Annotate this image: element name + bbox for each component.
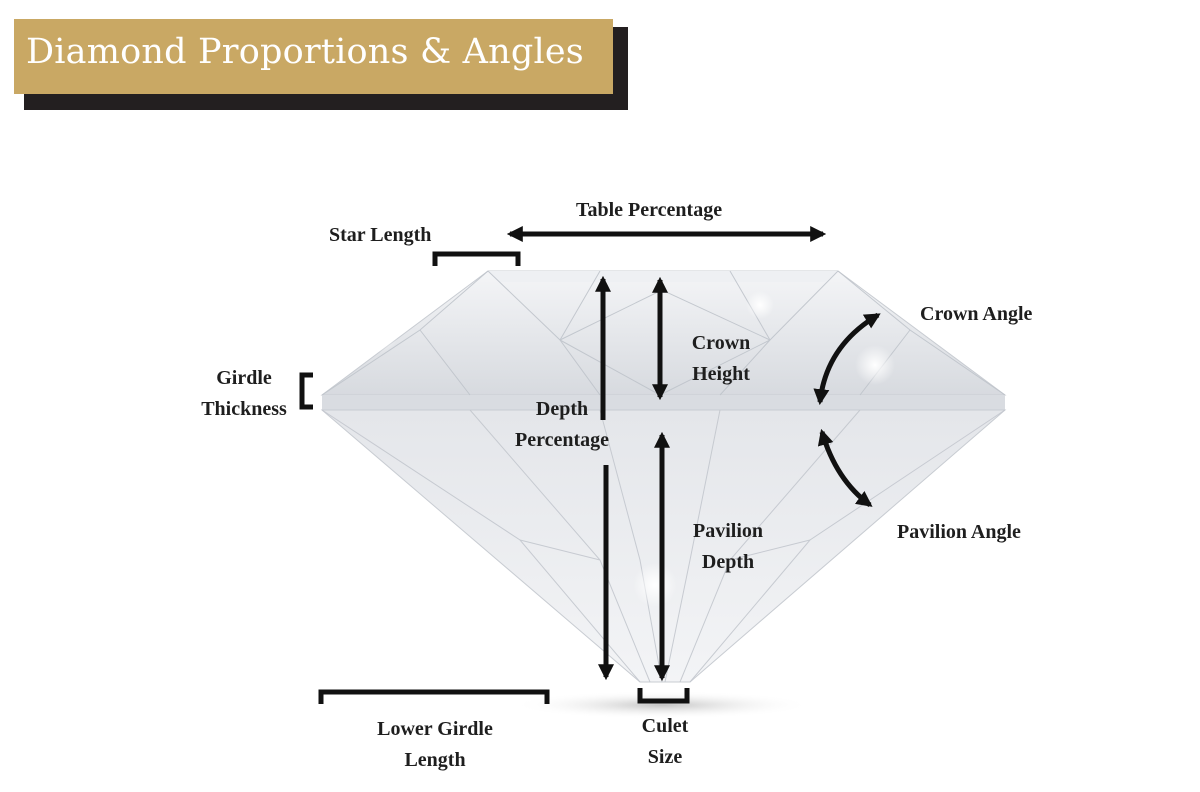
crown-angle-label: Crown Angle <box>920 303 1033 325</box>
culet-size-line-2: Size <box>647 746 683 768</box>
crown-height-line-2: Height <box>692 363 750 385</box>
crown-angle-arrow <box>813 312 881 406</box>
depth-percentage-line-2: Percentage <box>514 429 610 451</box>
star-length-label: Star Length <box>329 224 432 246</box>
girdle-thickness-line-1: Girdle <box>216 367 272 389</box>
pavilion-depth-label: Pavilion Depth <box>678 516 778 578</box>
lower-girdle-length-line-1: Lower Girdle <box>377 718 493 740</box>
girdle-thickness-bracket <box>299 372 313 410</box>
ground-shadow <box>512 691 812 719</box>
crown-height-label: Crown Height <box>678 328 764 390</box>
star-length-bracket <box>432 251 521 266</box>
culet-size-line-1: Culet <box>641 715 689 737</box>
page-title: Diamond Proportions & Angles <box>26 32 584 72</box>
girdle-thickness-label: Girdle Thickness <box>190 363 298 425</box>
pavilion-angle-label: Pavilion Angle <box>897 521 1021 543</box>
lower-girdle-length-line-2: Length <box>404 749 466 771</box>
lower-girdle-length-bracket <box>318 689 550 704</box>
title-banner: Diamond Proportions & Angles <box>14 19 613 94</box>
culet-size-bracket <box>637 688 690 704</box>
table-percentage-label: Table Percentage <box>576 199 723 221</box>
depth-percentage-label: Depth Percentage <box>501 394 623 456</box>
culet-size-label: Culet Size <box>630 711 700 773</box>
depth-percentage-line-1: Depth <box>535 398 589 420</box>
girdle-thickness-line-2: Thickness <box>201 398 287 420</box>
lower-girdle-length-label: Lower Girdle Length <box>359 714 511 776</box>
pavilion-angle-arrow <box>817 428 873 508</box>
pavilion-depth-line-1: Pavilion <box>692 520 763 542</box>
crown-height-line-1: Crown <box>691 332 751 354</box>
pavilion-depth-line-2: Depth <box>701 551 755 573</box>
